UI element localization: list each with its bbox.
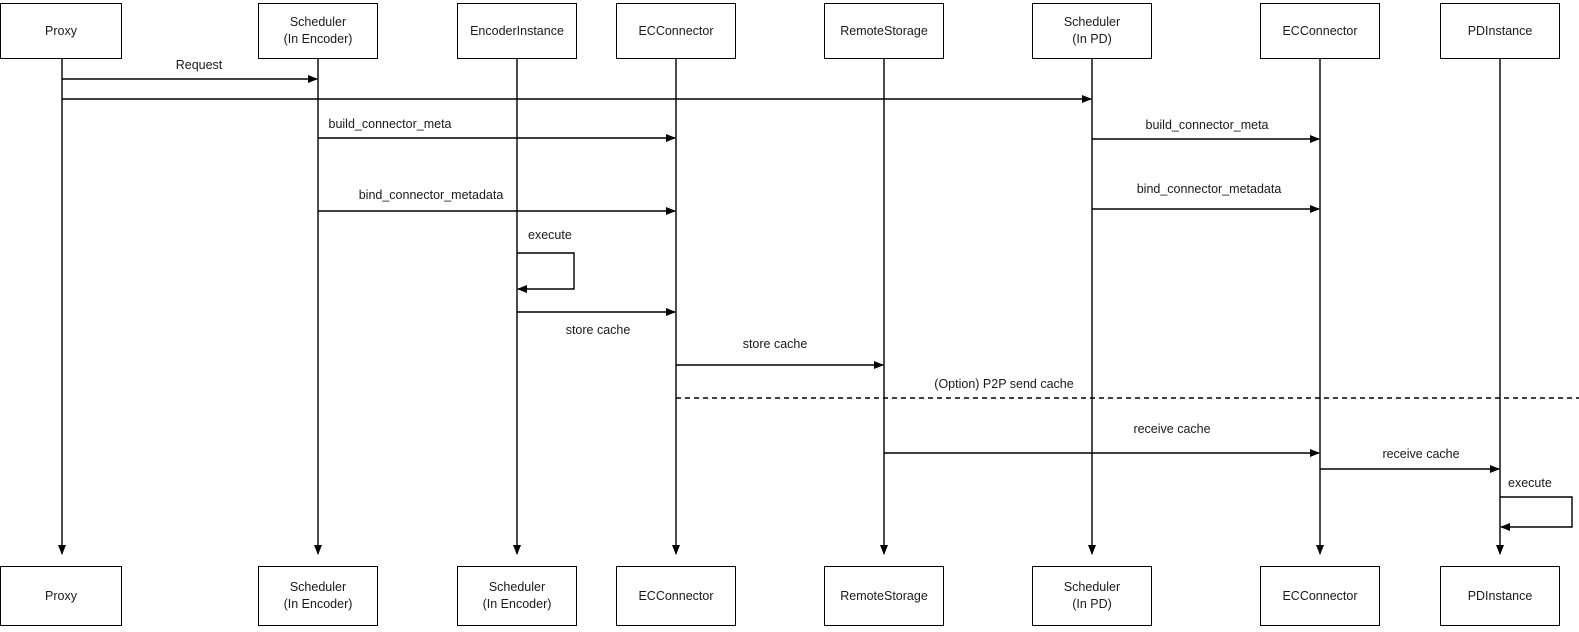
participant-label-line2: (In Encoder) — [482, 597, 552, 611]
participant-label: Scheduler (In PD) — [1064, 579, 1120, 613]
participant-label-line1: ECConnector — [638, 23, 714, 38]
participant-label-line2: (In Encoder) — [283, 32, 353, 46]
participant-box-top-encoder_inst[interactable]: EncoderInstance — [457, 3, 577, 59]
participant-box-top-sched_enc[interactable]: Scheduler (In Encoder) — [258, 3, 378, 59]
self-call-label-s2: execute — [1508, 476, 1552, 490]
participant-label-line1: PDInstance — [1467, 588, 1533, 603]
participant-label: Scheduler (In Encoder) — [483, 579, 552, 613]
participant-label-line1: Proxy — [45, 588, 77, 603]
participant-label-line1: Scheduler — [1063, 580, 1121, 595]
participant-label-line1: EncoderInstance — [470, 23, 564, 38]
participant-box-top-proxy[interactable]: Proxy — [0, 3, 122, 59]
participant-box-bottom-ecconn_pd[interactable]: ECConnector — [1260, 566, 1380, 626]
participant-label-line1: Scheduler — [289, 15, 347, 30]
participant-label: Scheduler (In Encoder) — [284, 14, 353, 48]
participant-label-line2: (In PD) — [1072, 597, 1112, 611]
participant-label: ECConnector — [1282, 588, 1357, 605]
participant-label: PDInstance — [1468, 23, 1533, 40]
participant-label: ECConnector — [638, 23, 713, 40]
participant-label-line1: ECConnector — [1282, 23, 1358, 38]
participant-box-top-ecconn_enc[interactable]: ECConnector — [616, 3, 736, 59]
participant-label-line1: ECConnector — [638, 588, 714, 603]
message-label-m1: Request — [175, 58, 223, 72]
participant-label: Proxy — [45, 588, 77, 605]
message-label-m11: receive cache — [1382, 447, 1460, 461]
participant-label: PDInstance — [1468, 588, 1533, 605]
participant-label-line1: Proxy — [45, 23, 77, 38]
participant-label-line1: ECConnector — [1282, 588, 1358, 603]
message-layer — [62, 75, 1579, 473]
participant-label: RemoteStorage — [840, 23, 928, 40]
participant-label-line1: RemoteStorage — [840, 588, 928, 603]
message-label-m5: bind_connector_metadata — [358, 188, 504, 202]
self-call-layer — [517, 252, 1573, 531]
message-label-m3: build_connector_meta — [328, 117, 452, 131]
message-label-m7: store cache — [565, 323, 631, 337]
message-label-m4: build_connector_meta — [1145, 118, 1269, 132]
participant-label-line1: Scheduler — [488, 580, 546, 595]
participant-label: EncoderInstance — [470, 23, 564, 40]
participant-box-bottom-sched_enc[interactable]: Scheduler (In Encoder) — [258, 566, 378, 626]
participant-box-bottom-ecconn_enc[interactable]: ECConnector — [616, 566, 736, 626]
participant-box-top-ecconn_pd[interactable]: ECConnector — [1260, 3, 1380, 59]
participant-label-line1: Scheduler — [1063, 15, 1121, 30]
participant-label-line2: (In PD) — [1072, 32, 1112, 46]
lifeline-layer — [58, 59, 1504, 555]
participant-box-bottom-proxy[interactable]: Proxy — [0, 566, 122, 626]
participant-box-bottom-encoder_inst[interactable]: Scheduler (In Encoder) — [457, 566, 577, 626]
participant-label: ECConnector — [638, 588, 713, 605]
participant-box-top-remote[interactable]: RemoteStorage — [824, 3, 944, 59]
participant-label: Proxy — [45, 23, 77, 40]
participant-label: Scheduler (In PD) — [1064, 14, 1120, 48]
participant-box-top-sched_pd[interactable]: Scheduler (In PD) — [1032, 3, 1152, 59]
participant-label: RemoteStorage — [840, 588, 928, 605]
message-label-m10: receive cache — [1133, 422, 1211, 436]
participant-label: Scheduler (In Encoder) — [284, 579, 353, 613]
participant-label: ECConnector — [1282, 23, 1357, 40]
self-call-s1 — [517, 252, 575, 293]
message-label-m9: (Option) P2P send cache — [934, 377, 1074, 391]
self-call-s2 — [1500, 496, 1573, 531]
message-label-m6: bind_connector_metadata — [1136, 182, 1282, 196]
self-call-label-s1: execute — [528, 228, 572, 242]
message-label-m8: store cache — [742, 337, 808, 351]
participant-label-line2: (In Encoder) — [283, 597, 353, 611]
participant-box-bottom-sched_pd[interactable]: Scheduler (In PD) — [1032, 566, 1152, 626]
participant-label-line1: PDInstance — [1467, 23, 1533, 38]
participant-label-line1: Scheduler — [289, 580, 347, 595]
participant-box-bottom-remote[interactable]: RemoteStorage — [824, 566, 944, 626]
participant-label-line1: RemoteStorage — [840, 23, 928, 38]
participant-box-bottom-pd_inst[interactable]: PDInstance — [1440, 566, 1560, 626]
participant-box-top-pd_inst[interactable]: PDInstance — [1440, 3, 1560, 59]
